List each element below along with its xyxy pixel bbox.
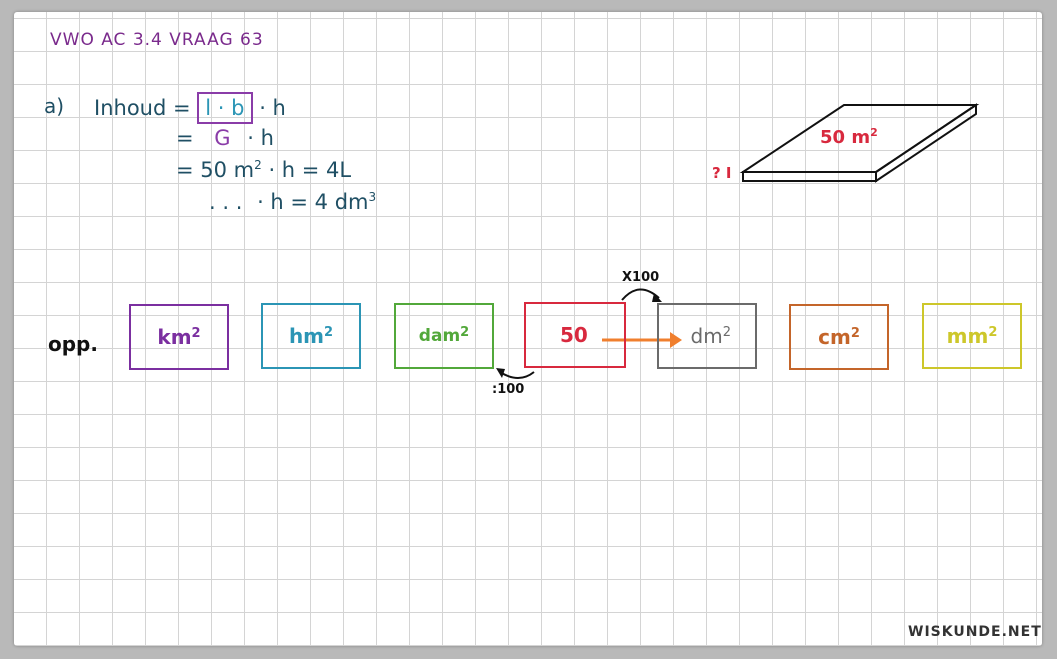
unit-label-hm: hm xyxy=(288,324,325,348)
formula-50m-exp: 2 xyxy=(254,158,262,172)
formula-eq-4l: · h = 4L xyxy=(268,158,352,182)
unit-exp-hm: 2 xyxy=(324,324,334,340)
unit-label-dam: dam xyxy=(418,326,461,346)
formula-boxed-lb: l · b xyxy=(197,92,253,124)
unit-label-cm: cm xyxy=(818,325,851,349)
slab-height-label: ? I xyxy=(712,164,732,182)
formula-4dm-exp: 3 xyxy=(368,190,377,204)
page-title: VWO AC 3.4 VRAAG 63 xyxy=(50,30,264,50)
formula-line-1: Inhoud = l · b · h xyxy=(94,92,286,124)
unit-exp-mm: 2 xyxy=(988,324,998,340)
arrow-down-curve xyxy=(499,371,535,379)
formula-line-3: = 50 m2 · h = 4L xyxy=(176,158,351,182)
formula-eq-4dm: · h = 4 dm xyxy=(257,190,369,214)
formula-g: G xyxy=(214,126,231,150)
unit-box-m2: 50 xyxy=(524,302,626,368)
slab-front-face xyxy=(742,171,877,182)
arrow-up-label: X100 xyxy=(622,270,660,285)
slab-side-face xyxy=(875,103,977,183)
opp-label: opp. xyxy=(48,332,98,356)
formula-h-2: · h xyxy=(247,126,274,150)
arrow-down-label: :100 xyxy=(492,382,525,397)
formula-eq-1: = xyxy=(173,96,191,120)
formula-h-1: · h xyxy=(259,96,286,120)
orange-arrow-head xyxy=(670,332,682,348)
arrow-down-head xyxy=(496,368,505,378)
slab-area-text: 50 m xyxy=(820,127,871,148)
formula-eq-2: = xyxy=(176,126,194,150)
arrow-up-head xyxy=(652,293,662,302)
formula-inhoud: Inhoud xyxy=(94,96,167,120)
slab-drawing xyxy=(496,103,980,379)
slab-area-label: 50 m2 xyxy=(820,126,878,148)
unit-label-mm: mm xyxy=(946,324,989,348)
formula-50m: = 50 m xyxy=(176,158,255,182)
unit-exp-cm: 2 xyxy=(850,325,860,341)
formula-line-4: . . . · h = 4 dm3 xyxy=(209,190,376,214)
formula-line-2: = G · h xyxy=(176,126,274,150)
formula-dots: . . . xyxy=(209,190,243,214)
unit-exp-dam: 2 xyxy=(460,324,470,340)
unit-exp-dm: 2 xyxy=(722,324,731,340)
watermark: WISKUNDE.NET xyxy=(908,624,1042,640)
unit-label-km: km xyxy=(157,325,192,349)
part-label: a) xyxy=(44,94,65,118)
slab-area-exp: 2 xyxy=(870,126,878,139)
whiteboard: VWO AC 3.4 VRAAG 63 a) Inhoud = l · b · … xyxy=(14,12,1042,646)
unit-value-50: 50 xyxy=(560,323,588,347)
unit-label-dm: dm xyxy=(690,324,723,348)
unit-exp-km: 2 xyxy=(191,325,201,341)
